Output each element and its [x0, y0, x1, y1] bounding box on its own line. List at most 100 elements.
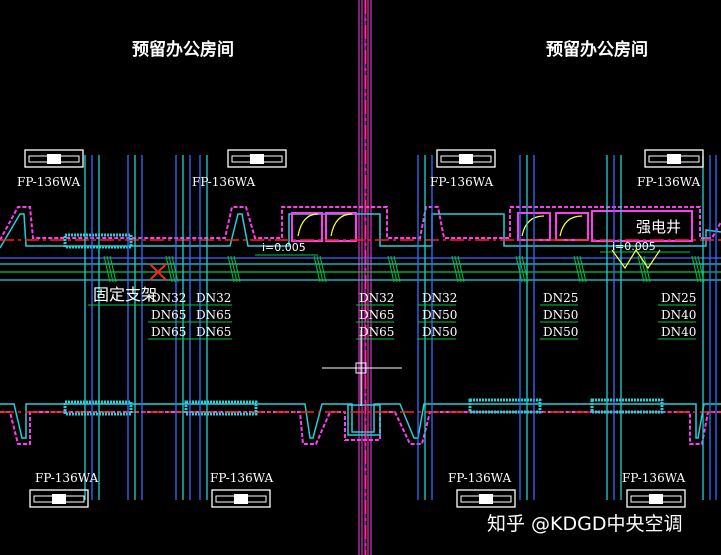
- insulation-section: [590, 398, 664, 414]
- fcu-label-8: FP-136WA: [622, 471, 685, 485]
- slope-label-right: i=0.005: [612, 240, 656, 253]
- fan-coil-units: [24, 149, 704, 508]
- pipe-size: DN25: [543, 291, 578, 305]
- valve-tick: [573, 255, 581, 283]
- equipment-symbol: [521, 215, 545, 237]
- pipe-size: DN32: [359, 291, 394, 305]
- fcu-fan: [459, 154, 473, 164]
- fcu-label-5: FP-136WA: [35, 471, 98, 485]
- fcu-fan: [649, 494, 663, 504]
- fcu-fan: [234, 494, 248, 504]
- fcu-body: [456, 489, 516, 508]
- valve-tick: [694, 255, 702, 283]
- lower-wall-inner: [0, 403, 721, 439]
- fcu-symbol: [29, 489, 89, 508]
- crosshair-box: [355, 362, 367, 374]
- valve-tick: [393, 255, 401, 283]
- fcu-label-3: FP-136WA: [430, 175, 493, 189]
- equipment-symbol: [297, 213, 319, 237]
- valve-tick: [515, 255, 523, 283]
- electrical-shaft-label: 强电井: [636, 218, 681, 236]
- pipe-size: DN65: [196, 308, 231, 322]
- valve-tick: [103, 255, 111, 283]
- fcu-body: [436, 149, 496, 168]
- pipe-size-group-4: DN32 DN50 DN50: [422, 291, 457, 339]
- valve-tick: [576, 255, 584, 283]
- valve-tick: [313, 255, 321, 283]
- valve-tick: [454, 255, 462, 283]
- valve-tick: [109, 255, 117, 283]
- upper-wall: [0, 206, 721, 241]
- slope-marker: [611, 248, 661, 270]
- insulation-section: [468, 398, 542, 414]
- pipe-size: DN65: [151, 308, 186, 322]
- fcu-body: [644, 149, 704, 168]
- fcu-label-6: FP-136WA: [210, 471, 273, 485]
- valve-tick: [227, 255, 235, 283]
- fcu-body: [227, 149, 287, 168]
- valve-tick: [643, 255, 651, 283]
- pipe-size: DN50: [543, 308, 578, 322]
- slope-label-left: i=0.005: [262, 241, 306, 254]
- watermark: 知乎 @KDGD中央空调: [487, 513, 682, 535]
- pipe-size: DN65: [359, 308, 394, 322]
- pipe-size-group-1: DN32 DN65 DN65: [151, 291, 186, 339]
- fcu-symbol: [24, 149, 84, 168]
- insulation-section: [184, 400, 258, 416]
- valve-tick: [230, 255, 238, 283]
- fcu-body: [626, 489, 686, 508]
- valve-tick: [316, 255, 324, 283]
- shaft-box: [347, 404, 381, 436]
- valve-tick: [390, 255, 398, 283]
- fcu-fan: [250, 154, 264, 164]
- equipment-box: [291, 212, 323, 242]
- fcu-symbol: [644, 149, 704, 168]
- valve-tick: [697, 255, 705, 283]
- pipe-size: DN40: [661, 308, 696, 322]
- insulation-section: [63, 400, 133, 416]
- fcu-fan: [52, 494, 66, 504]
- valve-tick: [106, 255, 114, 283]
- valve-tick: [518, 255, 526, 283]
- equipment-box: [325, 212, 357, 242]
- valve-tick: [233, 255, 241, 283]
- valve-tick: [451, 255, 459, 283]
- pipe-size: DN32: [422, 291, 457, 305]
- fcu-body: [211, 489, 271, 508]
- valve-tick: [691, 255, 699, 283]
- fcu-symbol: [227, 149, 287, 168]
- valve-tick: [387, 255, 395, 283]
- room-label-left: 预留办公房间: [132, 39, 234, 60]
- pipe-size: DN50: [422, 308, 457, 322]
- valve-tick: [457, 255, 465, 283]
- fcu-body: [29, 489, 89, 508]
- bracket-mark: [149, 263, 167, 281]
- valve-tick: [171, 255, 179, 283]
- valve-tick: [579, 255, 587, 283]
- pipe-size-group-5: DN25 DN50 DN50: [543, 291, 578, 339]
- valve-tick: [637, 255, 645, 283]
- pipe-size: DN32: [151, 291, 186, 305]
- valve-tick: [640, 255, 648, 283]
- pipe-size: DN65: [196, 325, 231, 339]
- fcu-symbol: [436, 149, 496, 168]
- equipment-box: [555, 212, 589, 241]
- fcu-label-7: FP-136WA: [448, 471, 511, 485]
- fcu-symbol: [456, 489, 516, 508]
- fcu-body: [24, 149, 84, 168]
- pipe-size-group-3: DN32 DN65 DN65: [359, 291, 394, 339]
- pipe-size: DN65: [151, 325, 186, 339]
- fcu-fan: [479, 494, 493, 504]
- fcu-symbol: [211, 489, 271, 508]
- fcu-fan: [47, 154, 61, 164]
- equipment-symbol: [559, 215, 583, 237]
- fixed-bracket-label: 固定支架: [93, 285, 157, 304]
- pipe-size: DN25: [661, 291, 696, 305]
- pipe-size-group-6: DN25 DN40 DN40: [661, 291, 696, 339]
- fcu-symbol: [626, 489, 686, 508]
- valve-tick: [168, 255, 176, 283]
